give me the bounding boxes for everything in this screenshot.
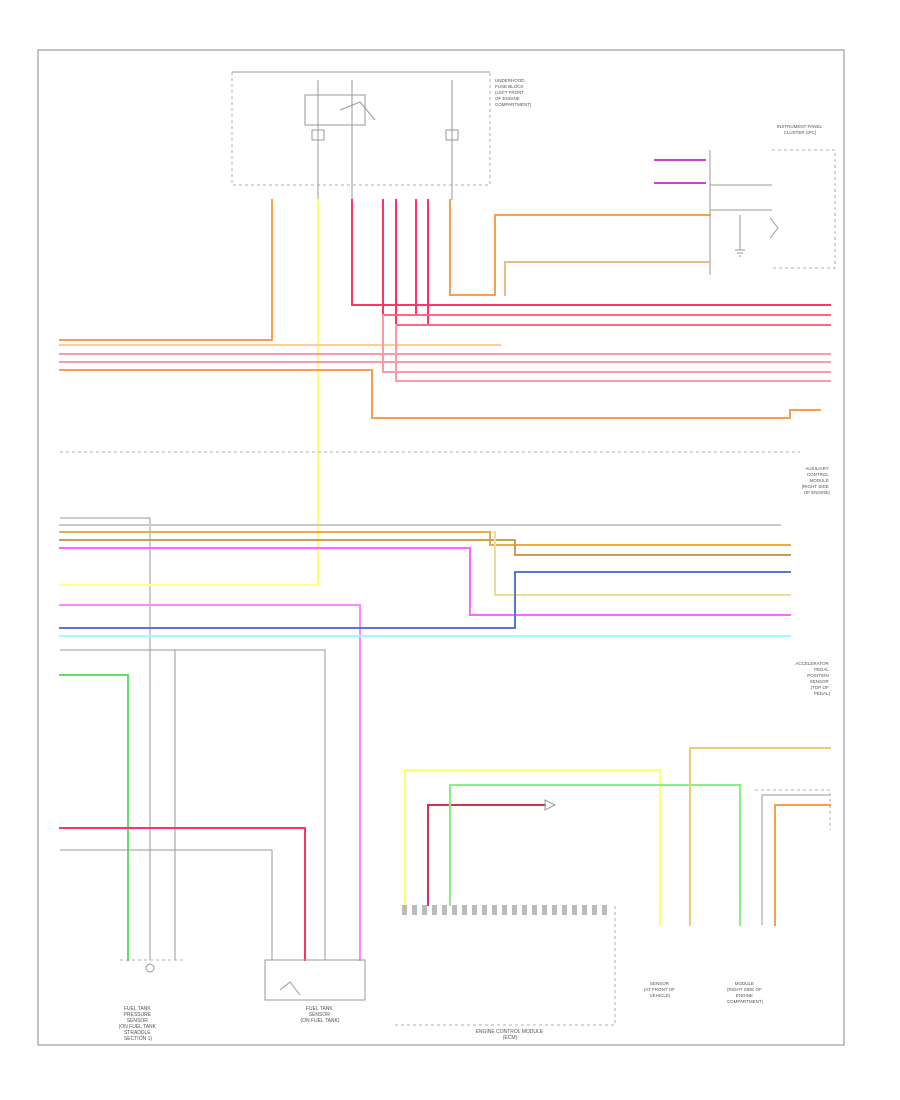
arrow-symbol-ecm bbox=[544, 799, 557, 811]
sensor-2-box bbox=[264, 959, 366, 1001]
fuse-2 bbox=[445, 129, 459, 141]
ecm-connector-pins bbox=[402, 905, 607, 915]
wire-darkred-ecm bbox=[427, 804, 546, 906]
wire-green-left bbox=[59, 674, 129, 961]
right-side-module-label: AUXILIARY CONTROL MODULE (RIGHT SIDE OF … bbox=[802, 466, 831, 495]
wire-blue bbox=[59, 571, 791, 629]
wire-orange-lower-right bbox=[774, 804, 831, 926]
wire-tan-top bbox=[504, 261, 711, 296]
wire-yellow-ecm bbox=[404, 769, 661, 926]
wire-gray-lower-right bbox=[761, 794, 830, 925]
wire-tan-lower-right bbox=[689, 747, 831, 926]
wire-green-ecm bbox=[449, 784, 741, 926]
sensor-1-symbol bbox=[145, 963, 155, 973]
ambient-sensor-label: SENSOR (AT FRONT OF VEHICLE) bbox=[644, 981, 676, 998]
relay-box bbox=[304, 94, 366, 126]
wire-orange-long bbox=[59, 369, 821, 419]
fuse-block-boundary bbox=[231, 72, 491, 186]
wire-orange-top bbox=[449, 199, 711, 296]
wire-magenta-1 bbox=[59, 547, 791, 616]
underhood-fuse-block-label: UNDERHOOD FUSE BLOCK (LEFT FRONT OF ENGI… bbox=[495, 78, 532, 107]
right-module-boundary bbox=[755, 789, 831, 830]
wire-magenta-2 bbox=[59, 604, 361, 961]
wire-pink-4 bbox=[395, 324, 831, 382]
wire-gold-1 bbox=[59, 531, 791, 546]
wire-gold-2 bbox=[59, 539, 791, 556]
instrument-cluster-label: INSTRUMENT PANEL CLUSTER (IPC) bbox=[777, 124, 823, 135]
fuel-tank-sensor-2-label: FUEL TANK SENSOR (ON FUEL TANK) bbox=[300, 1006, 339, 1024]
ecm-boundary bbox=[395, 905, 616, 1026]
wire-tan-mid bbox=[494, 531, 791, 596]
fuel-tank-sensor-1-label: FUEL TANK PRESSURE SENSOR (ON FUEL TANK … bbox=[119, 1006, 158, 1042]
wire-red-lower bbox=[59, 827, 306, 961]
wire-gray-2 bbox=[60, 649, 326, 960]
ecm-label: ENGINE CONTROL MODULE (ECM) bbox=[476, 1029, 545, 1041]
relay-contact bbox=[339, 101, 376, 121]
sensor-2-symbol bbox=[279, 981, 301, 996]
ground-symbol-ipc bbox=[735, 249, 745, 257]
ipc-diode bbox=[769, 217, 779, 239]
wire-gray-left-drop bbox=[60, 517, 151, 960]
lower-right-module-label: ACCELERATOR PEDAL POSITION SENSOR (TOP O… bbox=[795, 661, 830, 696]
wire-pink-3 bbox=[382, 314, 831, 373]
ipc-boundary bbox=[772, 149, 836, 269]
evap-module-label: MODULE (RIGHT SIDE OF ENGINE COMPARTMENT… bbox=[727, 981, 764, 1004]
fuse-1 bbox=[311, 129, 325, 141]
wire-gray-lower bbox=[60, 849, 273, 960]
diagram-frame bbox=[37, 49, 845, 1046]
